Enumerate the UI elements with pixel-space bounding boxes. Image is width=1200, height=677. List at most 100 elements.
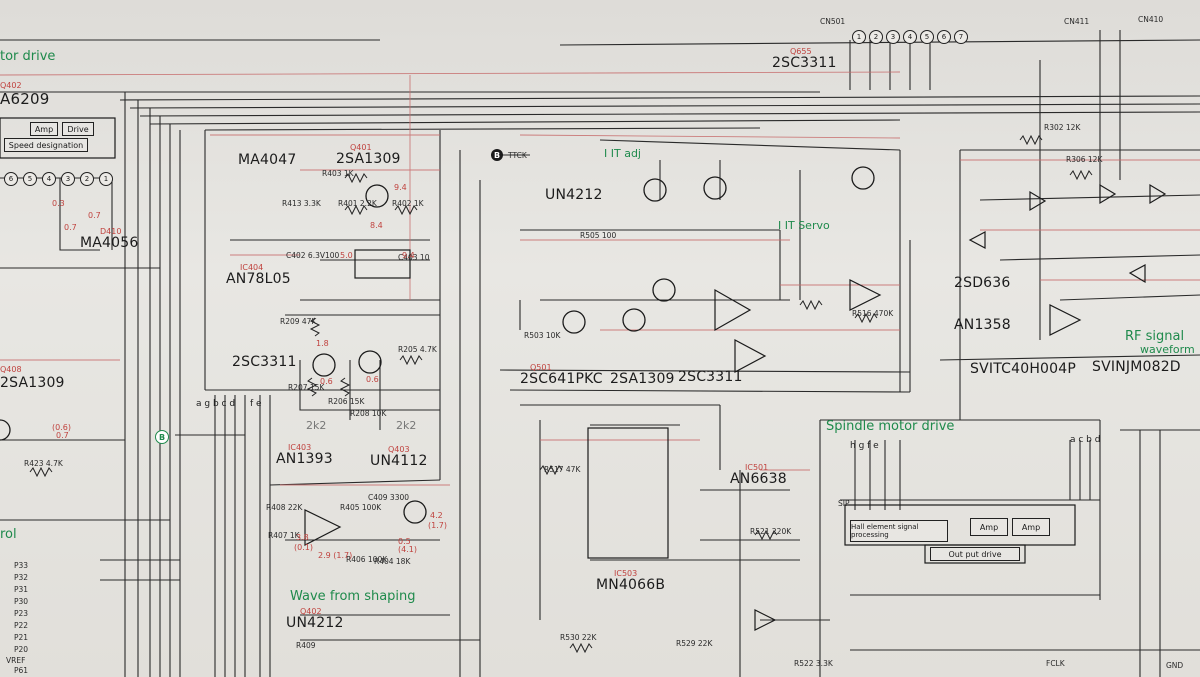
control-pin-p20: P20 <box>14 645 29 654</box>
part-ma4056: MA4056 <box>80 235 139 251</box>
part-an6638: AN6638 <box>730 471 787 487</box>
control-pin-p30: P30 <box>14 597 29 606</box>
node-sip: SIP <box>838 499 850 508</box>
voltage-label: 1.8 <box>316 339 329 348</box>
ic-a6209-pins: 6 5 4 3 2 1 <box>4 172 113 186</box>
section-waveform: waveform <box>1140 343 1195 356</box>
voltage-label: (4.1) <box>398 545 417 554</box>
ic-pin: 5 <box>23 172 37 186</box>
resistor-r530: R530 22K <box>560 633 597 642</box>
resistor-r407: R407 1K <box>268 531 300 540</box>
part-2sa1309-left: 2SA1309 <box>0 375 65 391</box>
ref-q402-bottom: Q402 <box>300 607 322 616</box>
part-ma4047: MA4047 <box>238 152 297 168</box>
block-amp-3: Amp <box>1012 518 1050 536</box>
part-2sc3311-mid: 2SC3311 <box>678 369 743 385</box>
ref-q401: Q401 <box>350 143 372 152</box>
resistor-r207: R207 15K <box>288 383 325 392</box>
ref-q403: Q403 <box>388 445 410 454</box>
part-un4112: UN4112 <box>370 453 428 469</box>
section-iit-servo: I IT Servo <box>778 219 830 232</box>
ref-ic404: IC404 <box>240 263 264 272</box>
voltage-label: 0.6 <box>320 377 333 386</box>
resistor-r403: R403 1K <box>322 169 354 178</box>
resistor-r521: R521 220K <box>750 527 792 536</box>
part-2sd636: 2SD636 <box>954 275 1011 291</box>
resistor-r505: R505 100 <box>580 231 617 240</box>
block-amp-2: Amp <box>970 518 1008 536</box>
part-2sa1309-mid: 2SA1309 <box>610 371 675 387</box>
control-pin-p31: P31 <box>14 585 29 594</box>
resistor-r406: R406 100K <box>346 555 388 564</box>
control-pin-p33: P33 <box>14 561 29 570</box>
voltage-label: 8.4 <box>370 221 383 230</box>
section-iit-adj: I IT adj <box>604 147 641 160</box>
section-spindle-motor-drive: Spindle motor drive <box>826 419 955 434</box>
ic-pin: 1 <box>99 172 113 186</box>
section-motor-drive: tor drive <box>0 49 56 64</box>
ref-q655: Q655 <box>790 47 812 56</box>
connector-pin: 3 <box>886 30 900 44</box>
voltage-label: 3.8 <box>296 533 309 542</box>
resistor-r517: R517 47K <box>544 465 581 474</box>
node-fclk: FCLK <box>1046 659 1065 668</box>
resistor-r401: R401 2.2K <box>338 199 377 208</box>
resistor-r302: R302 12K <box>1044 123 1081 132</box>
resistor-r522: R522 3.3K <box>794 659 833 668</box>
voltage-label: 9.4 <box>402 251 415 260</box>
voltage-label: 0.7 <box>64 223 77 232</box>
control-pin-p61: P61 <box>14 666 29 675</box>
node-hgfe: h g f e <box>850 441 879 451</box>
handwritten-note: 2k2 <box>396 419 417 432</box>
ref-ic503: IC503 <box>614 569 638 578</box>
voltage-label: (0.6) <box>52 423 71 432</box>
resistor-r209: R209 47K <box>280 317 317 326</box>
control-pin-p22: P22 <box>14 621 29 630</box>
voltage-label: 2.9 (1.7) <box>318 551 353 560</box>
part-un4212-mid: UN4212 <box>545 187 603 203</box>
block-hall-element: Hall element signal processing <box>850 520 948 542</box>
ic-pin: 2 <box>80 172 94 186</box>
resistor-r408: R408 22K <box>266 503 303 512</box>
voltage-label: 4.2 <box>430 511 443 520</box>
resistor-r529: R529 22K <box>676 639 713 648</box>
part-mn4066b: MN4066B <box>596 577 666 593</box>
node-b-marker-green: B <box>155 430 169 444</box>
part-an1393: AN1393 <box>276 451 333 467</box>
section-rf-signal: RF signal <box>1125 329 1185 344</box>
part-2sa1309-top: 2SA1309 <box>336 151 401 167</box>
handwritten-note: 2k2 <box>306 419 327 432</box>
control-pin-p21: P21 <box>14 633 29 642</box>
control-pin-p23: P23 <box>14 609 29 618</box>
resistor-r503: R503 10K <box>524 331 561 340</box>
connector-pin: 1 <box>852 30 866 44</box>
capacitor-c402: C402 6.3V100 <box>286 251 340 260</box>
part-2sc3311-top: 2SC3311 <box>772 55 837 71</box>
resistor-r423: R423 4.7K <box>24 459 63 468</box>
connector-cn411: CN411 <box>1064 17 1090 26</box>
voltage-label: 9.4 <box>394 183 407 192</box>
node-b-marker: B <box>491 149 503 161</box>
part-an78l05: AN78L05 <box>226 271 291 287</box>
resistor-r404: R404 18K <box>374 557 411 566</box>
ref-q501: Q501 <box>530 363 552 372</box>
resistor-r205: R205 4.7K <box>398 345 437 354</box>
block-speed-designation: Speed designation <box>4 138 88 152</box>
voltage-label: 0.5 <box>398 537 411 546</box>
part-an1358: AN1358 <box>954 317 1011 333</box>
resistor-r208: R208 10K <box>350 409 387 418</box>
ic-pin: 4 <box>42 172 56 186</box>
voltage-label: (1.7) <box>428 521 447 530</box>
node-gnd: GND <box>1166 661 1184 670</box>
voltage-label: 0.3 <box>52 199 65 208</box>
block-drive: Drive <box>62 122 94 136</box>
ref-q408: Q408 <box>0 365 22 374</box>
ref-q402: Q402 <box>0 81 22 90</box>
connector-cn410: CN410 <box>1138 15 1164 24</box>
voltage-label: 0.7 <box>88 211 101 220</box>
ref-ic501: IC501 <box>745 463 769 472</box>
voltage-label: 5.0 <box>340 251 353 260</box>
block-output-drive: Out put drive <box>930 547 1020 561</box>
